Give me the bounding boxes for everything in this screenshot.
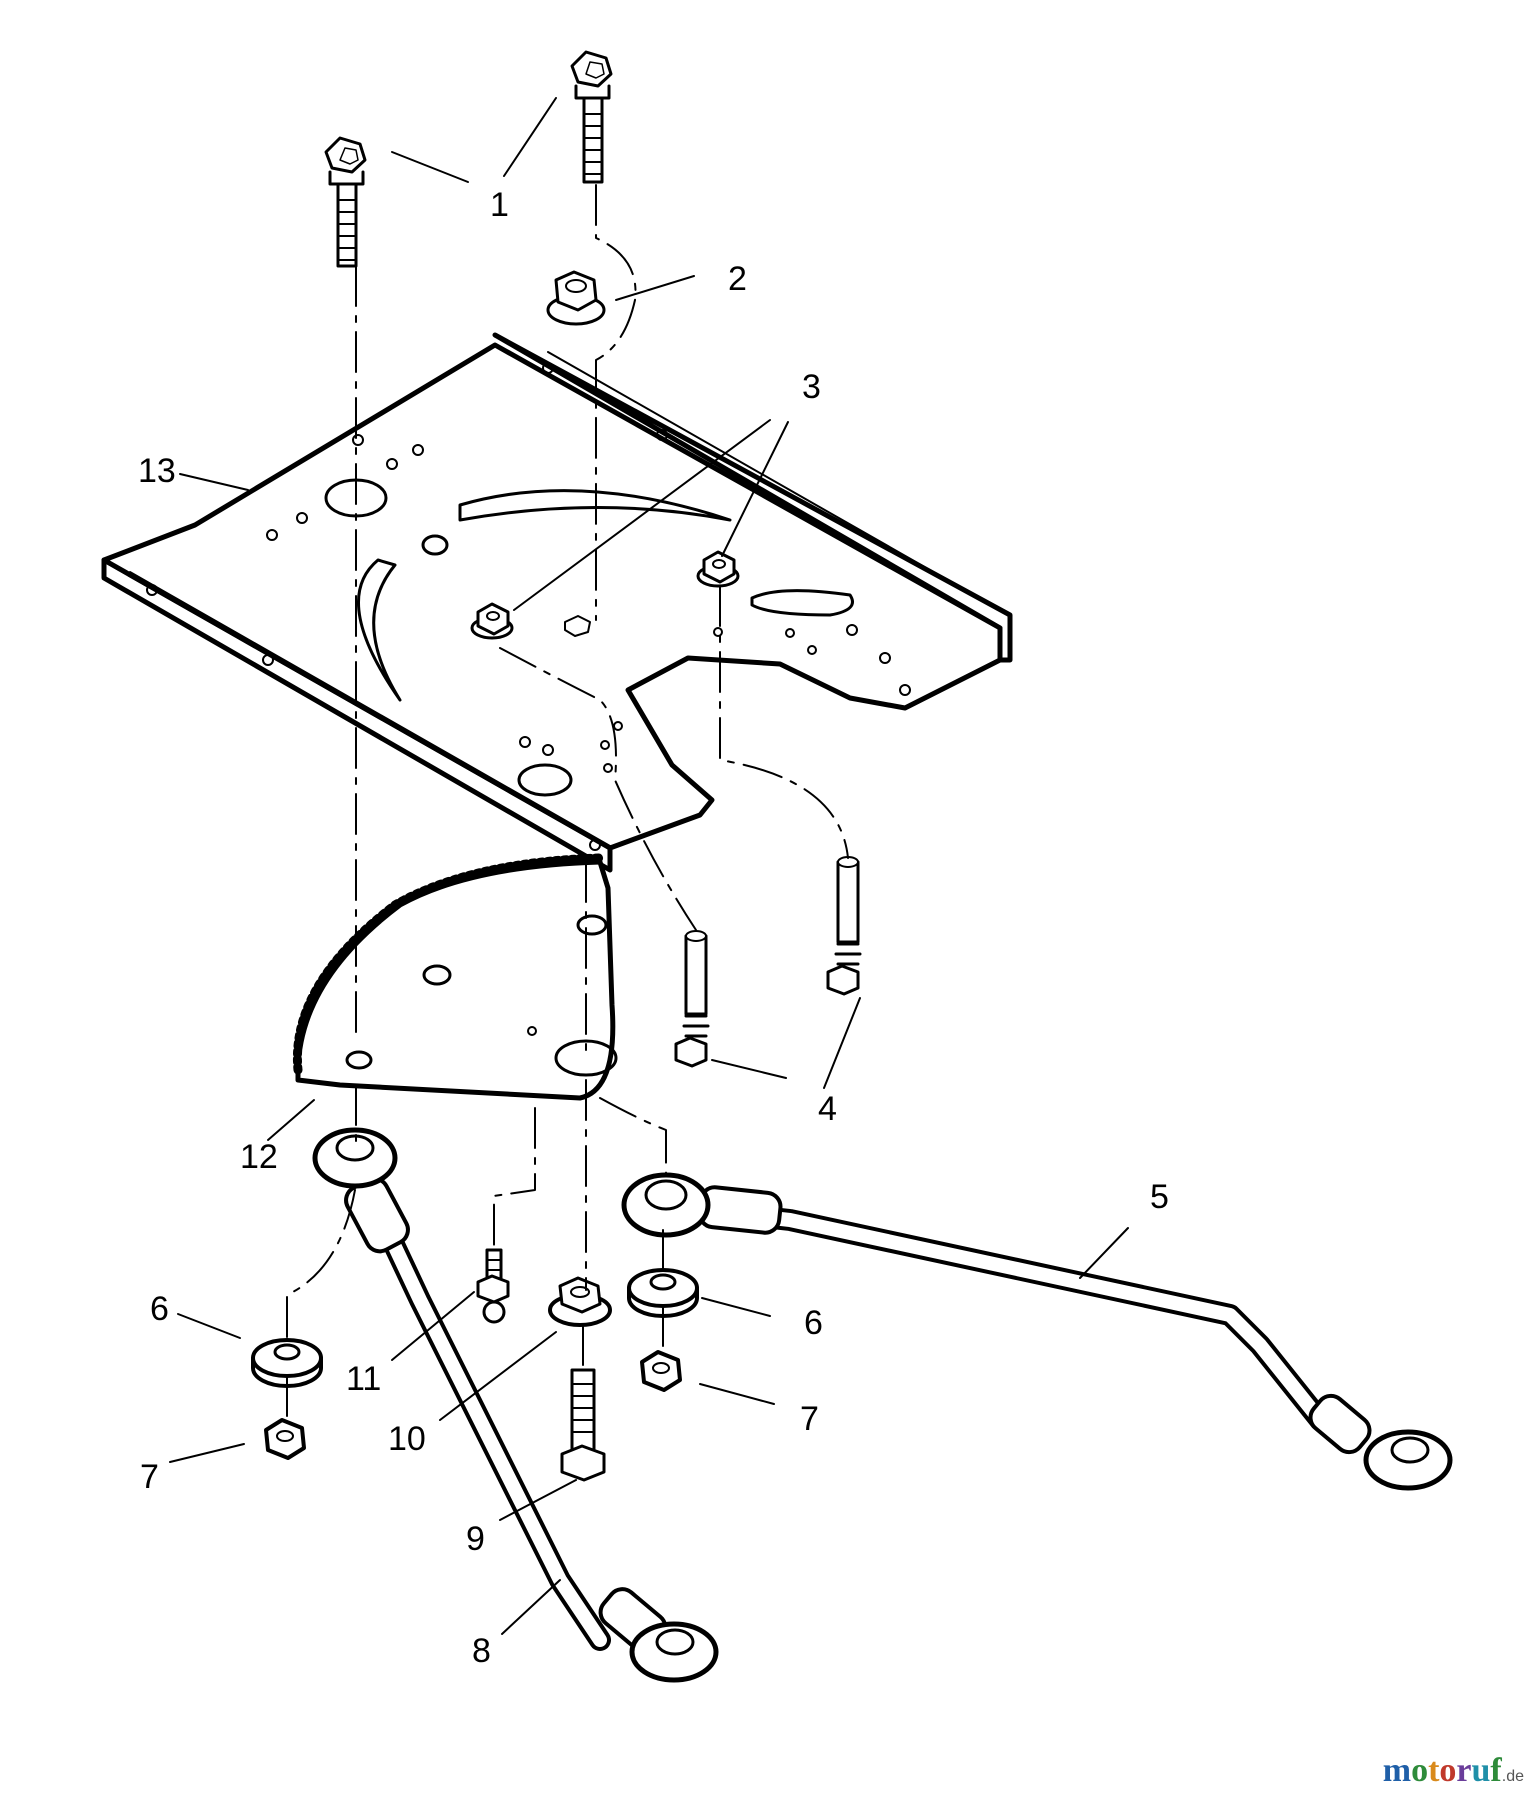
flange-nut-plate-right	[696, 550, 740, 588]
watermark-letter: o	[1439, 1752, 1457, 1789]
bolt-left	[324, 136, 367, 268]
callout-8: 8	[472, 1632, 491, 1670]
callout-7-right: 7	[800, 1400, 819, 1438]
callout-1: 1	[490, 186, 509, 224]
flange-nut-plate-left	[470, 602, 514, 640]
steering-mount-plate	[101, 332, 1013, 873]
flange-nut-lower	[548, 1276, 612, 1327]
watermark-letter: u	[1471, 1752, 1491, 1789]
watermark-letter: r	[1456, 1752, 1472, 1789]
shoulder-pin-center	[674, 930, 710, 1068]
callout-9: 9	[466, 1520, 485, 1558]
watermark-letter: m	[1382, 1752, 1412, 1789]
shoulder-pin-right	[826, 856, 862, 996]
callout-4: 4	[818, 1090, 837, 1128]
tie-rod-left	[312, 1127, 719, 1683]
callout-7-left: 7	[140, 1458, 159, 1496]
flange-nut-top	[546, 270, 606, 326]
lock-nut-right	[640, 1350, 682, 1392]
callout-6-left: 6	[150, 1290, 169, 1328]
callout-2: 2	[728, 260, 747, 298]
steering-sector-gear	[292, 853, 618, 1101]
callout-12: 12	[240, 1138, 278, 1176]
assembly-lines	[286, 184, 849, 1421]
callout-13: 13	[138, 452, 176, 490]
watermark-letter: f	[1490, 1752, 1502, 1789]
bolt-lower	[560, 1368, 606, 1482]
callout-5: 5	[1150, 1178, 1169, 1216]
callout-6-right: 6	[804, 1304, 823, 1342]
bolt-right	[570, 50, 613, 184]
callout-3: 3	[802, 368, 821, 406]
lock-nut-left	[264, 1418, 306, 1460]
callout-11: 11	[346, 1360, 381, 1398]
callout-10: 10	[388, 1420, 426, 1458]
callout-labels: 1 2 3 4 5 6 6 7 7 8 9 10 11 12 13	[138, 186, 1169, 1670]
tie-rod-right	[621, 1172, 1453, 1491]
leader-lines	[169, 97, 1129, 1635]
ball-stud	[476, 1248, 510, 1324]
watermark-letter: o	[1411, 1752, 1429, 1789]
watermark-letters: motoruf	[1383, 1752, 1502, 1789]
washer-right	[627, 1268, 699, 1318]
watermark-suffix: .de	[1501, 1768, 1524, 1785]
watermark-logo: motoruf.de	[1383, 1752, 1524, 1790]
watermark-letter: t	[1428, 1752, 1440, 1789]
